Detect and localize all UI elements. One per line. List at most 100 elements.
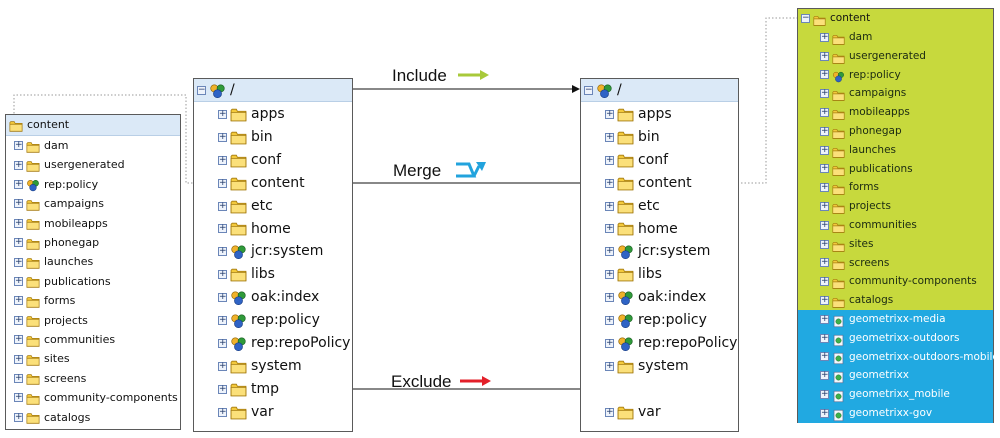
tree-row[interactable]: +publications [6, 272, 180, 291]
expand-toggle-icon[interactable]: + [218, 108, 227, 119]
expand-toggle-icon[interactable]: + [605, 360, 614, 371]
tree-row[interactable]: +var [581, 401, 738, 424]
tree-row[interactable]: +var [194, 401, 352, 424]
tree-row[interactable]: +jcr:system [581, 240, 738, 263]
tree-row[interactable]: +conf [581, 149, 738, 172]
tree-row[interactable]: +apps [581, 103, 738, 126]
expand-toggle-icon[interactable]: + [218, 406, 227, 417]
expand-toggle-icon[interactable]: + [605, 337, 614, 348]
expand-toggle-icon[interactable]: + [218, 315, 227, 326]
tree-row[interactable]: +mobileapps [798, 103, 993, 122]
tree-row[interactable]: +bin [194, 126, 352, 149]
tree-row[interactable]: +projects [6, 311, 180, 330]
expand-toggle-icon[interactable]: + [605, 108, 614, 119]
tree-row[interactable]: +launches [6, 252, 180, 271]
expand-toggle-icon[interactable]: + [820, 370, 829, 381]
expand-toggle-icon[interactable]: + [605, 315, 614, 326]
tree-row[interactable]: +conf [194, 149, 352, 172]
expand-toggle-icon[interactable]: + [820, 219, 829, 230]
expand-toggle-icon[interactable]: + [218, 177, 227, 188]
tree-row[interactable]: +home [194, 218, 352, 241]
tree-row[interactable]: +bin [581, 126, 738, 149]
tree-row[interactable]: +publications [798, 159, 993, 179]
tree-row[interactable]: +usergenerated [6, 155, 180, 174]
expand-toggle-icon[interactable]: + [820, 351, 829, 362]
expand-toggle-icon[interactable]: + [605, 177, 614, 188]
tree-row[interactable]: +geometrixx [798, 366, 993, 386]
expand-toggle-icon[interactable]: + [605, 200, 614, 211]
expand-toggle-icon[interactable]: + [820, 238, 829, 249]
tree-row[interactable]: +phonegap [6, 233, 180, 252]
tree-row[interactable]: +tmp [194, 378, 352, 401]
expand-toggle-icon[interactable]: + [14, 334, 23, 345]
expand-toggle-icon[interactable]: + [820, 182, 829, 193]
expand-toggle-icon[interactable]: + [820, 257, 829, 268]
tree-row[interactable]: +usergenerated [798, 46, 993, 66]
expand-toggle-icon[interactable]: + [605, 269, 614, 280]
tree-row[interactable]: +screens [6, 369, 180, 388]
expand-toggle-icon[interactable]: + [605, 154, 614, 165]
tree-row[interactable]: +forms [798, 178, 993, 198]
expand-toggle-icon[interactable]: + [218, 383, 227, 394]
tree-row[interactable]: +rep:policy [798, 65, 993, 85]
expand-toggle-icon[interactable]: + [14, 178, 23, 189]
tree-row[interactable]: +etc [581, 195, 738, 218]
source_repo-root-row[interactable]: −/ [194, 79, 352, 102]
expand-toggle-icon[interactable]: + [820, 295, 829, 306]
tree-row[interactable]: +projects [798, 197, 993, 216]
tree-row[interactable]: +apps [194, 103, 352, 126]
collapse-toggle-icon[interactable]: − [197, 84, 206, 95]
tree-row[interactable]: +sites [798, 234, 993, 254]
tree-row[interactable]: +rep:policy [194, 309, 352, 332]
expand-toggle-icon[interactable]: + [14, 237, 23, 248]
tree-row[interactable]: +oak:index [194, 286, 352, 309]
expand-toggle-icon[interactable]: + [820, 276, 829, 287]
tree-row[interactable]: +geometrixx-media [798, 310, 993, 329]
tree-row[interactable]: +forms [6, 291, 180, 310]
expand-toggle-icon[interactable]: + [820, 201, 829, 212]
collapse-toggle-icon[interactable]: − [801, 13, 810, 23]
tree-row[interactable]: +etc [194, 195, 352, 218]
expand-toggle-icon[interactable]: + [218, 154, 227, 165]
tree-row[interactable]: +geometrixx-outdoors [798, 328, 993, 348]
tree-row[interactable]: +communities [798, 216, 993, 235]
expand-toggle-icon[interactable]: + [820, 332, 829, 343]
expand-toggle-icon[interactable]: + [820, 69, 829, 80]
expand-toggle-icon[interactable]: + [605, 292, 614, 303]
tree-row[interactable]: +rep:policy [581, 309, 738, 332]
tree-row[interactable]: +content [581, 172, 738, 195]
tree-row[interactable]: +libs [581, 263, 738, 286]
expand-toggle-icon[interactable]: + [820, 144, 829, 155]
tree-row[interactable]: +geometrixx_mobile [798, 385, 993, 404]
tree-row[interactable]: +jcr:system [194, 240, 352, 263]
tree-row[interactable]: +phonegap [798, 122, 993, 141]
expand-toggle-icon[interactable]: + [820, 125, 829, 136]
tree-row[interactable]: +oak:index [581, 286, 738, 309]
tree-row[interactable]: +screens [798, 253, 993, 273]
expand-toggle-icon[interactable]: + [820, 31, 829, 42]
expand-toggle-icon[interactable]: + [14, 353, 23, 364]
expand-toggle-icon[interactable]: + [218, 360, 227, 371]
expand-toggle-icon[interactable]: + [14, 198, 23, 209]
expand-toggle-icon[interactable]: + [14, 159, 23, 170]
tree-row[interactable]: +communities [6, 330, 180, 349]
tree-row[interactable]: +rep:repoPolicy [194, 332, 352, 355]
tree-row[interactable]: +catalogs [798, 291, 993, 310]
expand-toggle-icon[interactable]: + [218, 337, 227, 348]
expand-toggle-icon[interactable]: + [605, 131, 614, 142]
tree-row[interactable]: +campaigns [6, 194, 180, 213]
expand-toggle-icon[interactable]: + [820, 389, 829, 400]
tree-row[interactable]: +dam [6, 136, 180, 155]
target_repo-root-row[interactable]: −/ [581, 79, 738, 102]
expand-toggle-icon[interactable]: + [14, 140, 23, 151]
expand-toggle-icon[interactable]: + [218, 131, 227, 142]
tree-row[interactable]: +rep:policy [6, 175, 180, 194]
tree-row[interactable]: +dam [798, 28, 993, 47]
tree-row[interactable]: +content [194, 172, 352, 195]
tree-row[interactable]: +campaigns [798, 84, 993, 104]
tree-row[interactable]: +sites [6, 349, 180, 368]
expand-toggle-icon[interactable]: + [14, 392, 23, 403]
left_panel-root-row[interactable]: content [6, 115, 180, 136]
tree-row[interactable]: +launches [798, 140, 993, 160]
tree-row[interactable]: +community-components [6, 388, 180, 407]
